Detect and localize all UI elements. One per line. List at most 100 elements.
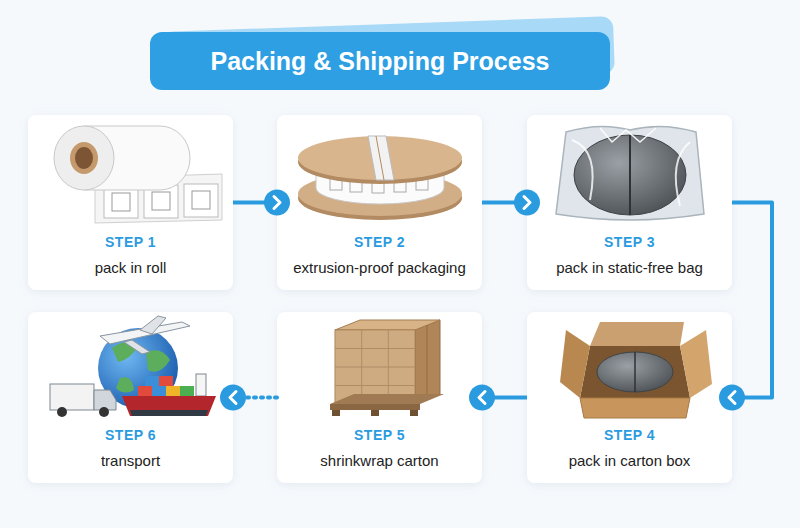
transport-picture-part — [130, 410, 208, 416]
carton-box-picture-part — [634, 352, 636, 392]
step-number: STEP 4 — [604, 427, 655, 443]
static-free-bag-picture-part — [572, 140, 593, 200]
step-card: STEP 6 transport — [28, 312, 233, 483]
arrow-chevron — [479, 392, 485, 404]
step-description: transport — [101, 452, 160, 470]
transport-picture-part — [124, 340, 150, 354]
static-free-bag-picture-part — [556, 126, 704, 220]
transport-picture-part — [122, 396, 216, 416]
pallet-picture-part — [371, 410, 379, 416]
step-card: STEP 1 pack in roll — [28, 115, 233, 290]
step-number: STEP 1 — [105, 234, 156, 250]
static-free-bag-picture-part — [574, 135, 686, 215]
carton-box-picture — [560, 322, 712, 418]
transport-picture-part — [50, 384, 94, 410]
step-card: STEP 2 extrusion-proof packaging — [277, 115, 482, 290]
carton-box-picture-part — [580, 346, 690, 398]
pallet-picture-part — [427, 325, 428, 399]
title-banner — [150, 16, 615, 90]
flow-connector — [469, 385, 527, 411]
card-backgrounds-part — [277, 312, 482, 483]
step-description: pack in static-free bag — [556, 259, 703, 277]
pallet-picture-part — [415, 320, 440, 404]
static-free-bag-picture-part — [600, 128, 656, 142]
label-roll-picture-part — [152, 192, 170, 210]
step-description: extrusion-proof packaging — [293, 259, 466, 277]
card-backgrounds-part — [527, 115, 732, 290]
step-number: STEP 6 — [105, 427, 156, 443]
transport-picture-part — [100, 322, 190, 344]
transport-picture-part — [166, 386, 180, 396]
card-backgrounds-part — [28, 312, 233, 483]
step-number: STEP 5 — [354, 427, 405, 443]
arrow-chevron — [524, 197, 530, 209]
carton-box-picture-part — [597, 352, 673, 392]
arrow-chevron — [729, 392, 735, 404]
pallet-picture-part — [335, 320, 440, 330]
static-free-bag-picture-part — [629, 135, 631, 215]
flow-connector — [719, 203, 772, 411]
arrow-head-circle — [264, 190, 290, 216]
title-text: Packing & Shipping Process — [211, 47, 550, 76]
label-roll-picture — [54, 126, 222, 223]
pallet-picture-part — [410, 410, 418, 416]
arrow-chevron — [274, 197, 280, 209]
arrow-head-circle — [514, 190, 540, 216]
cardboard-disc-picture-part — [298, 136, 462, 180]
carton-box-picture-part — [590, 322, 684, 346]
card-backgrounds-part — [28, 115, 233, 290]
transport-picture-part — [116, 377, 134, 392]
title-banner-box: Packing & Shipping Process — [150, 32, 610, 90]
static-free-bag-picture-part — [676, 142, 690, 206]
label-roll-picture-part — [184, 184, 218, 217]
arrow-chevron — [230, 392, 236, 404]
label-roll-picture-part — [54, 126, 114, 190]
label-roll-picture-part — [192, 191, 210, 209]
transport-picture — [50, 316, 216, 417]
transport-picture-part — [146, 350, 170, 371]
card-backgrounds-part — [277, 115, 482, 290]
pallet-picture-part — [330, 394, 444, 404]
step-description: shrinkwrap carton — [320, 452, 438, 470]
card-backgrounds — [28, 115, 732, 483]
static-free-bag-picture — [556, 126, 704, 220]
step-card: STEP 3 pack in static-free bag — [527, 115, 732, 290]
transport-picture-part — [94, 390, 116, 410]
step-description: pack in carton box — [569, 452, 691, 470]
arrow-head-circle — [220, 385, 246, 411]
label-roll-picture-part — [112, 193, 130, 211]
transport-picture-part — [152, 386, 166, 396]
transport-picture-part — [57, 407, 67, 417]
step-card: STEP 5 shrinkwrap carton — [277, 312, 482, 483]
step-card: STEP 4 pack in carton box — [527, 312, 732, 483]
pallet-picture-part — [335, 330, 415, 404]
flow-connector — [220, 385, 277, 411]
card-backgrounds-part — [527, 312, 732, 483]
transport-picture-part — [159, 376, 173, 386]
flow-connector — [233, 190, 290, 216]
transport-picture-part — [138, 386, 152, 396]
label-roll-picture-part — [75, 147, 93, 169]
transport-picture-part — [145, 376, 159, 386]
title-banner-part — [150, 32, 610, 90]
pallet-picture-part — [332, 410, 340, 416]
label-roll-picture-part — [70, 142, 98, 174]
arrow-head-circle — [469, 385, 495, 411]
transport-picture-part — [140, 316, 166, 334]
label-roll-picture-part — [104, 186, 138, 218]
cardboard-disc-picture-part — [368, 136, 394, 180]
cardboard-disc-picture-part — [376, 136, 384, 180]
carton-box-picture-part — [580, 398, 690, 418]
pallet-picture-part — [330, 404, 420, 410]
transport-picture-part — [180, 386, 194, 396]
carton-box-picture-part — [680, 330, 712, 398]
flow-connector — [482, 190, 540, 216]
step-description: pack in roll — [95, 259, 167, 277]
pallet-picture — [330, 320, 444, 416]
step-number: STEP 3 — [604, 234, 655, 250]
step-number: STEP 2 — [354, 234, 405, 250]
transport-picture-part — [196, 374, 206, 396]
carton-box-picture-part — [560, 330, 590, 398]
transport-picture-part — [99, 407, 109, 417]
